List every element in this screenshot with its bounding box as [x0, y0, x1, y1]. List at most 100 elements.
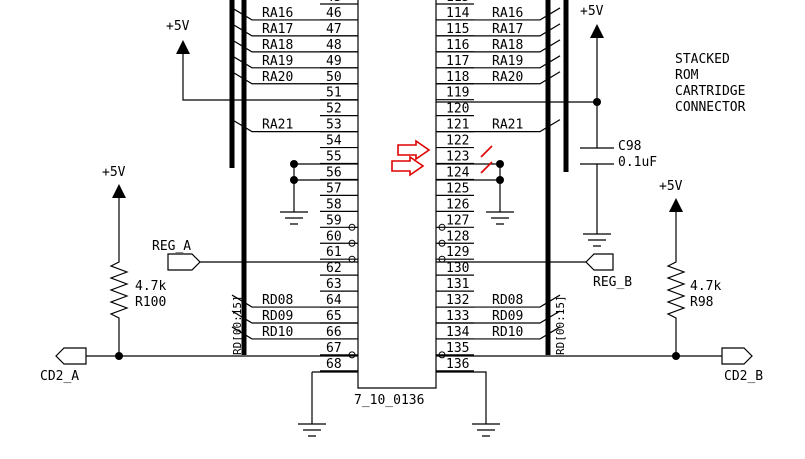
pin-number: 67	[326, 341, 342, 356]
signal-wire	[231, 294, 358, 308]
pin-number: 133	[446, 309, 469, 324]
signal-label: RA20	[262, 70, 293, 85]
vcc-mid-right-label: +5V	[659, 179, 683, 194]
pin-number: 52	[326, 102, 342, 117]
pin-number: 48	[326, 38, 342, 53]
power-arrow-icon	[176, 40, 190, 54]
arrow-right-icon	[397, 139, 431, 161]
pin-number: 63	[326, 277, 342, 292]
signal-wire	[231, 326, 358, 340]
cd2-b-label: CD2_B	[724, 369, 763, 384]
vcc-mid-left-label: +5V	[102, 165, 126, 180]
pin-number: 118	[446, 70, 469, 85]
signal-label: RA17	[492, 22, 523, 37]
signal-label: RA20	[492, 70, 523, 85]
pin-number: 47	[326, 22, 342, 37]
signal-wire	[231, 119, 358, 133]
resistor-right-value: 4.7k	[690, 279, 721, 294]
pin-number: 58	[326, 197, 342, 212]
vcc-top-left-label: +5V	[166, 19, 190, 34]
arrow-right-icon	[391, 155, 425, 177]
signal-wire	[436, 55, 561, 69]
signal-wire	[231, 71, 358, 85]
signal-label: RD09	[262, 309, 293, 324]
pin-number: 134	[446, 325, 470, 340]
pin-number: 64	[326, 293, 342, 308]
signal-wire	[436, 23, 561, 37]
junction-dot	[496, 160, 504, 168]
pin-number: 130	[446, 261, 469, 276]
signal-label: RD08	[492, 293, 523, 308]
power-arrow-icon	[112, 184, 126, 198]
signal-label: RA17	[262, 22, 293, 37]
reg-b-net: REG_B	[436, 253, 632, 290]
power-arrow-icon	[669, 198, 683, 212]
resistor-left-ref: R100	[135, 295, 166, 310]
reg-a-net: REG_A	[152, 239, 358, 271]
power-arrow-icon	[590, 24, 604, 38]
pin-number: 116	[446, 38, 469, 53]
signal-label: RA19	[262, 54, 293, 69]
pin-number: 56	[326, 165, 342, 180]
signal-label: RA18	[262, 38, 293, 53]
pin-number: 119	[446, 86, 469, 101]
pin-number: 53	[326, 118, 342, 133]
pin-number: 60	[326, 229, 342, 244]
pin-number: 123	[446, 150, 469, 165]
signal-label: RA18	[492, 38, 523, 53]
capacitor-value: 0.1uF	[618, 155, 657, 170]
pin-number: 49	[326, 54, 342, 69]
pin-number: 66	[326, 325, 342, 340]
left-pullup: +5V 4.7k R100 CD2_A	[40, 165, 358, 384]
port-reg-b	[585, 253, 614, 271]
title-line-4: CONNECTOR	[675, 100, 746, 115]
signal-wire	[436, 7, 561, 21]
pin-number: 124	[446, 165, 470, 180]
cut-mark	[480, 145, 493, 158]
junction-dot	[496, 176, 504, 184]
vcc-top-right: +5V C98 0.1uF	[436, 4, 657, 247]
pin-number: 59	[326, 213, 342, 228]
pin-number: 55	[326, 150, 342, 165]
title-block: STACKED ROM CARTRIDGE CONNECTOR	[675, 52, 746, 115]
pin-number: 51	[326, 86, 342, 101]
signal-label: RA16	[492, 6, 523, 21]
left-ground-net	[280, 160, 358, 225]
signal-wire	[436, 119, 561, 133]
cut-mark	[480, 161, 493, 174]
signal-label: RA21	[262, 118, 293, 133]
port-reg-a	[167, 253, 201, 271]
signal-label: RA16	[262, 6, 293, 21]
pin-number: 126	[446, 197, 469, 212]
signal-wire	[231, 55, 358, 69]
signal-wire	[231, 39, 358, 53]
connector-body: 7_10_0136	[354, 0, 437, 408]
bottom-grounds	[298, 371, 500, 437]
signal-label: RD10	[262, 325, 293, 340]
signal-label: RD10	[492, 325, 523, 340]
pin-number: 115	[446, 22, 469, 37]
signal-label: RD08	[262, 293, 293, 308]
connector-label: 7_10_0136	[354, 393, 424, 408]
pin-number: 57	[326, 181, 342, 196]
cd2-a-label: CD2_A	[40, 369, 79, 384]
right-bus-label: RD[00:15]	[554, 295, 567, 355]
port-cd2-a	[55, 347, 87, 365]
pin-number: 127	[446, 213, 469, 228]
signal-wire	[436, 39, 561, 53]
title-line-2: ROM	[675, 68, 699, 83]
signal-label: RA21	[492, 118, 523, 133]
pin-number: 128	[446, 229, 469, 244]
signal-label: RD09	[492, 309, 523, 324]
pin-number: 115	[446, 0, 469, 5]
pin-number: 65	[326, 309, 342, 324]
pin-number: 136	[446, 357, 469, 372]
signal-wire	[436, 310, 561, 324]
left-pin-column: 4546474849505152535455565758596061626364…	[320, 0, 358, 372]
title-line-1: STACKED	[675, 52, 730, 67]
signal-label: RA19	[492, 54, 523, 69]
pin-number: 132	[446, 293, 469, 308]
pin-number: 121	[446, 118, 469, 133]
pin-number: 120	[446, 102, 469, 117]
port-cd2-b	[721, 347, 753, 365]
